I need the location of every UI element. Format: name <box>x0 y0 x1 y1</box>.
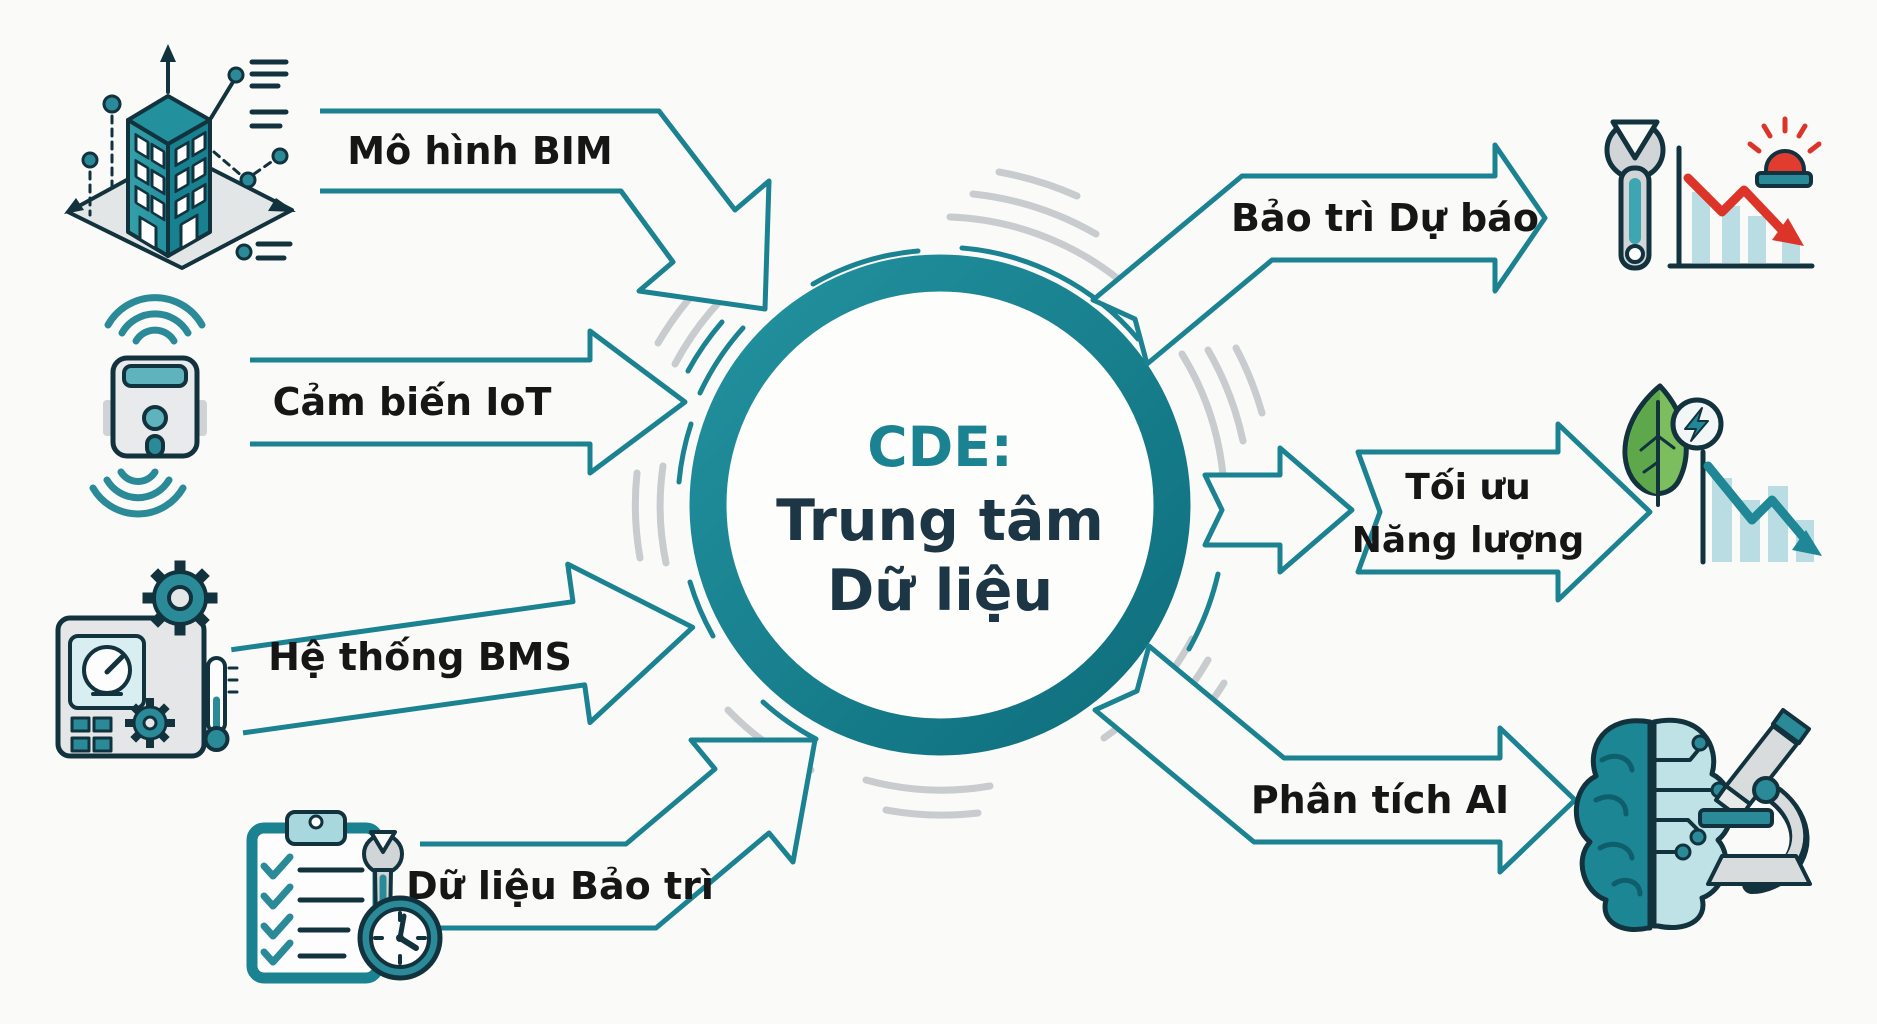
declining-chart-red <box>1667 145 1815 269</box>
maintenance-clipboard-icon <box>246 810 443 984</box>
input-label-maintenance: Dữ liệu Bảo trì <box>406 864 714 908</box>
input-arrow-maintenance: Dữ liệu Bảo trì <box>406 737 818 931</box>
output-label-predictive: Bảo trì Dự báo <box>1231 196 1539 240</box>
input-arrow-iot: Cảm biến IoT <box>250 328 688 476</box>
output-label-ai: Phân tích AI <box>1251 778 1509 822</box>
hub-acronym: CDE: <box>867 415 1013 479</box>
output-label-energy-2: Năng lượng <box>1352 520 1584 561</box>
alarm-light <box>1747 116 1822 188</box>
hub-line2: Dữ liệu <box>827 558 1053 624</box>
bms-panel-icon <box>55 560 239 759</box>
microscope <box>1698 708 1812 894</box>
cde-hub-ring <box>689 254 1191 756</box>
bim-building-icon <box>64 44 296 270</box>
iot-sensor-icon <box>89 294 207 518</box>
output-arrow-predictive: Bảo trì Dự báo <box>1090 142 1548 367</box>
output-label-energy-1: Tối ưu <box>1405 467 1530 508</box>
hub-line1: Trung tâm <box>776 488 1104 554</box>
declining-chart-teal <box>1700 449 1822 565</box>
input-arrow-bim: Mô hình BIM <box>320 108 772 312</box>
leaf-energy-chart-icon <box>1622 383 1822 565</box>
input-label-iot: Cảm biến IoT <box>273 380 552 424</box>
input-arrow-bms: Hệ thống BMS <box>230 561 696 736</box>
input-label-bms: Hệ thống BMS <box>268 635 572 679</box>
decorative-arcs <box>631 168 1266 819</box>
output-arrow-ai: Phân tích AI <box>1092 643 1578 875</box>
input-label-bim: Mô hình BIM <box>347 129 612 173</box>
wrench-alert-chart-icon <box>1604 116 1822 271</box>
output-arrow-energy: Tối ưu Năng lượng <box>1202 421 1653 603</box>
brain-microscope-icon <box>1574 708 1812 932</box>
